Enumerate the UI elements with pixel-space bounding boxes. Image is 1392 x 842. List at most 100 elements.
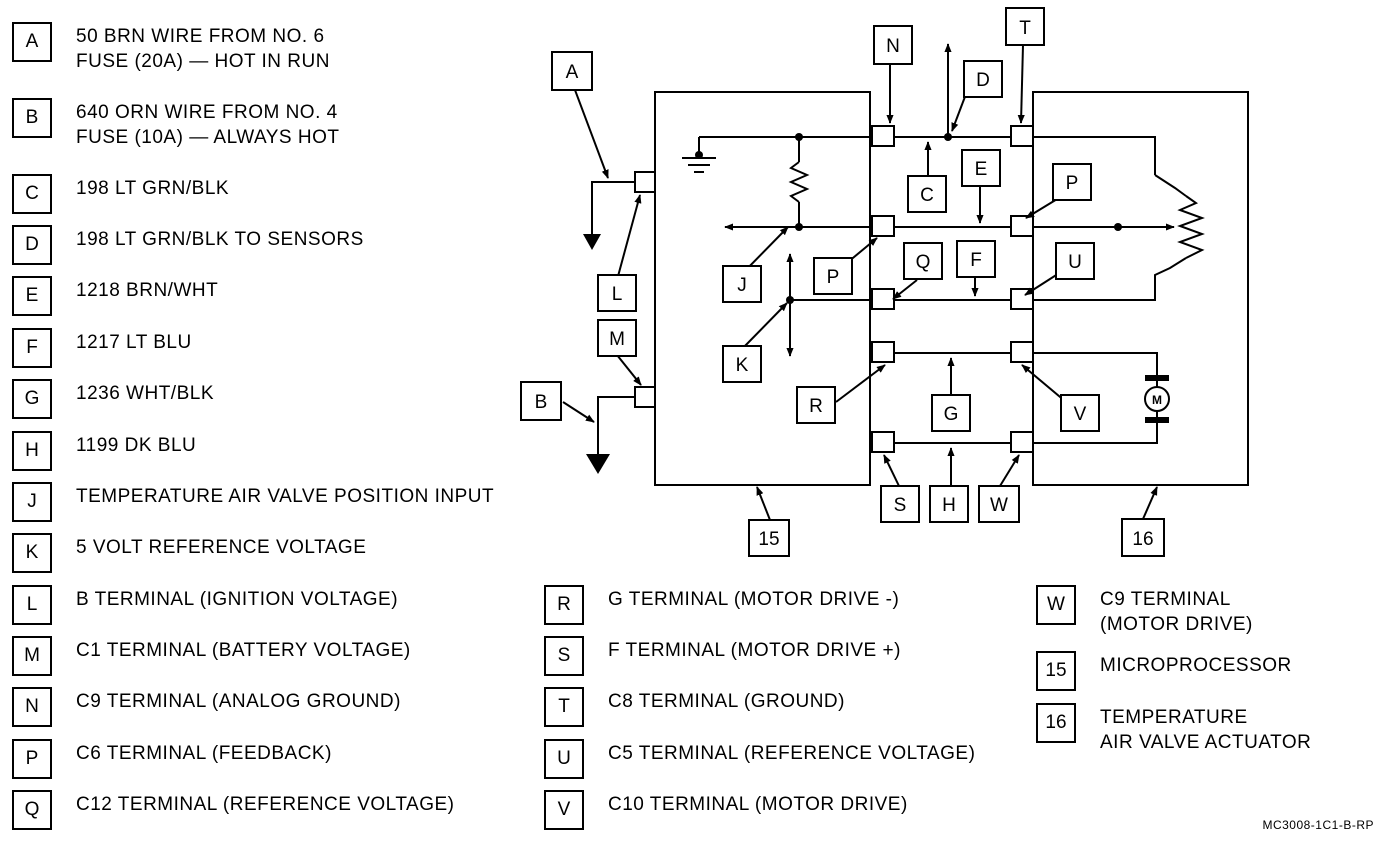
legend-item-v: V C10 TERMINAL (MOTOR DRIVE): [544, 790, 908, 830]
legend-item-m: M C1 TERMINAL (BATTERY VOLTAGE): [12, 636, 411, 676]
legend-desc: TEMPERATURE AIR VALVE POSITION INPUT: [76, 486, 495, 507]
legend-desc: 50 BRN WIRE FROM NO. 6 FUSE (20A) — HOT …: [76, 26, 330, 72]
legend-item-t: T C8 TERMINAL (GROUND): [544, 687, 845, 727]
ignition-terminal: [634, 171, 656, 193]
callout-label: 16: [1132, 529, 1153, 550]
legend-desc: 198 LT GRN/BLK: [76, 178, 230, 199]
callout-label: W: [990, 495, 1008, 516]
legend-item-16: 16 TEMPERATURE AIR VALVE ACTUATOR: [1036, 703, 1311, 755]
legend-key: C: [12, 174, 52, 214]
legend-desc: 1218 BRN/WHT: [76, 280, 219, 301]
callout-box-u: U: [1055, 242, 1095, 280]
motor: M: [1033, 352, 1170, 444]
legend-key: S: [544, 636, 584, 676]
callout-label: D: [976, 70, 990, 91]
callout-label: R: [809, 396, 823, 417]
callout-box-a: A: [551, 51, 593, 91]
motor-symbol: M: [1152, 393, 1162, 407]
callout-label: F: [970, 250, 982, 271]
legend-desc: C6 TERMINAL (FEEDBACK): [76, 743, 332, 764]
legend-key: Q: [12, 790, 52, 830]
callout-box-15: 15: [748, 519, 790, 557]
callout-box-r: R: [796, 386, 836, 424]
callout-label: A: [566, 62, 579, 83]
callout-label: 15: [758, 529, 779, 550]
callout-label: B: [535, 392, 548, 413]
callout-label: P: [827, 267, 840, 288]
microprocessor-block: [654, 91, 871, 486]
callout-box-j: J: [722, 265, 762, 303]
legend-desc: C1 TERMINAL (BATTERY VOLTAGE): [76, 640, 411, 661]
legend-item-h: H 1199 DK BLU: [12, 431, 196, 471]
callout-box-n: N: [873, 25, 913, 65]
legend-item-15: 15 MICROPROCESSOR: [1036, 651, 1292, 691]
callout-box-s: S: [880, 485, 920, 523]
legend-desc: TEMPERATURE AIR VALVE ACTUATOR: [1100, 707, 1312, 753]
callout-box-h: H: [929, 485, 969, 523]
legend-key: R: [544, 585, 584, 625]
legend-desc: C9 TERMINAL (MOTOR DRIVE): [1100, 589, 1253, 635]
microprocessor-internal: [682, 133, 872, 357]
legend-item-p: P C6 TERMINAL (FEEDBACK): [12, 739, 332, 779]
callout-box-m: M: [597, 319, 637, 357]
legend-desc: F TERMINAL (MOTOR DRIVE +): [608, 640, 901, 661]
legend-item-w: W C9 TERMINAL (MOTOR DRIVE): [1036, 585, 1253, 637]
legend-item-u: U C5 TERMINAL (REFERENCE VOLTAGE): [544, 739, 975, 779]
callout-box-w: W: [978, 485, 1020, 523]
callout-box-c: C: [907, 175, 947, 213]
legend-item-n: N C9 TERMINAL (ANALOG GROUND): [12, 687, 401, 727]
callout-label: L: [612, 284, 623, 305]
legend-desc: 1217 LT BLU: [76, 332, 192, 353]
legend-key: T: [544, 687, 584, 727]
legend-item-k: K 5 VOLT REFERENCE VOLTAGE: [12, 533, 366, 573]
legend-item-a: A 50 BRN WIRE FROM NO. 6 FUSE (20A) — HO…: [12, 22, 330, 74]
figure-id: MC3008-1C1-B-RP: [1262, 818, 1374, 832]
legend-key: J: [12, 482, 52, 522]
legend-key: L: [12, 585, 52, 625]
legend-desc: C9 TERMINAL (ANALOG GROUND): [76, 691, 401, 712]
callout-box-f: F: [956, 240, 996, 278]
legend-desc: G TERMINAL (MOTOR DRIVE -): [608, 589, 900, 610]
external-feeds: [583, 181, 635, 474]
legend-desc: 1236 WHT/BLK: [76, 383, 214, 404]
legend-desc: 5 VOLT REFERENCE VOLTAGE: [76, 537, 367, 558]
legend-key: U: [544, 739, 584, 779]
callout-label: E: [975, 159, 988, 180]
callout-label: Q: [916, 252, 931, 273]
callout-box-v: V: [1060, 394, 1100, 432]
callout-leaders: [562, 44, 1158, 521]
legend-key: A: [12, 22, 52, 62]
legend-key: G: [12, 379, 52, 419]
legend-key: W: [1036, 585, 1076, 625]
legend-key: 15: [1036, 651, 1076, 691]
legend-desc: 1199 DK BLU: [76, 435, 197, 456]
legend-key: D: [12, 225, 52, 265]
legend-item-q: Q C12 TERMINAL (REFERENCE VOLTAGE): [12, 790, 454, 830]
legend-key: H: [12, 431, 52, 471]
callout-box-q: Q: [903, 242, 943, 280]
legend-item-f: F 1217 LT BLU: [12, 328, 192, 368]
callout-label: V: [1074, 404, 1087, 425]
callout-box-p-actuator: P: [1052, 163, 1092, 201]
callout-label: T: [1019, 18, 1031, 39]
legend-item-s: S F TERMINAL (MOTOR DRIVE +): [544, 636, 901, 676]
callout-label: N: [886, 36, 900, 57]
legend-desc: C10 TERMINAL (MOTOR DRIVE): [608, 794, 908, 815]
legend-key: N: [12, 687, 52, 727]
legend-key: E: [12, 276, 52, 316]
legend-item-b: B 640 ORN WIRE FROM NO. 4 FUSE (10A) — A…: [12, 98, 339, 150]
callout-box-p-micro: P: [813, 257, 853, 295]
legend-key: V: [544, 790, 584, 830]
callout-label: K: [736, 355, 749, 376]
callout-label: J: [737, 275, 747, 296]
callout-label: H: [942, 495, 956, 516]
legend-desc: C12 TERMINAL (REFERENCE VOLTAGE): [76, 794, 455, 815]
legend-item-e: E 1218 BRN/WHT: [12, 276, 218, 316]
callout-label: C: [920, 185, 934, 206]
callout-label: S: [894, 495, 907, 516]
callout-label: M: [609, 329, 625, 350]
legend-key: 16: [1036, 703, 1076, 743]
callout-label: P: [1066, 173, 1079, 194]
legend-item-c: C 198 LT GRN/BLK: [12, 174, 229, 214]
